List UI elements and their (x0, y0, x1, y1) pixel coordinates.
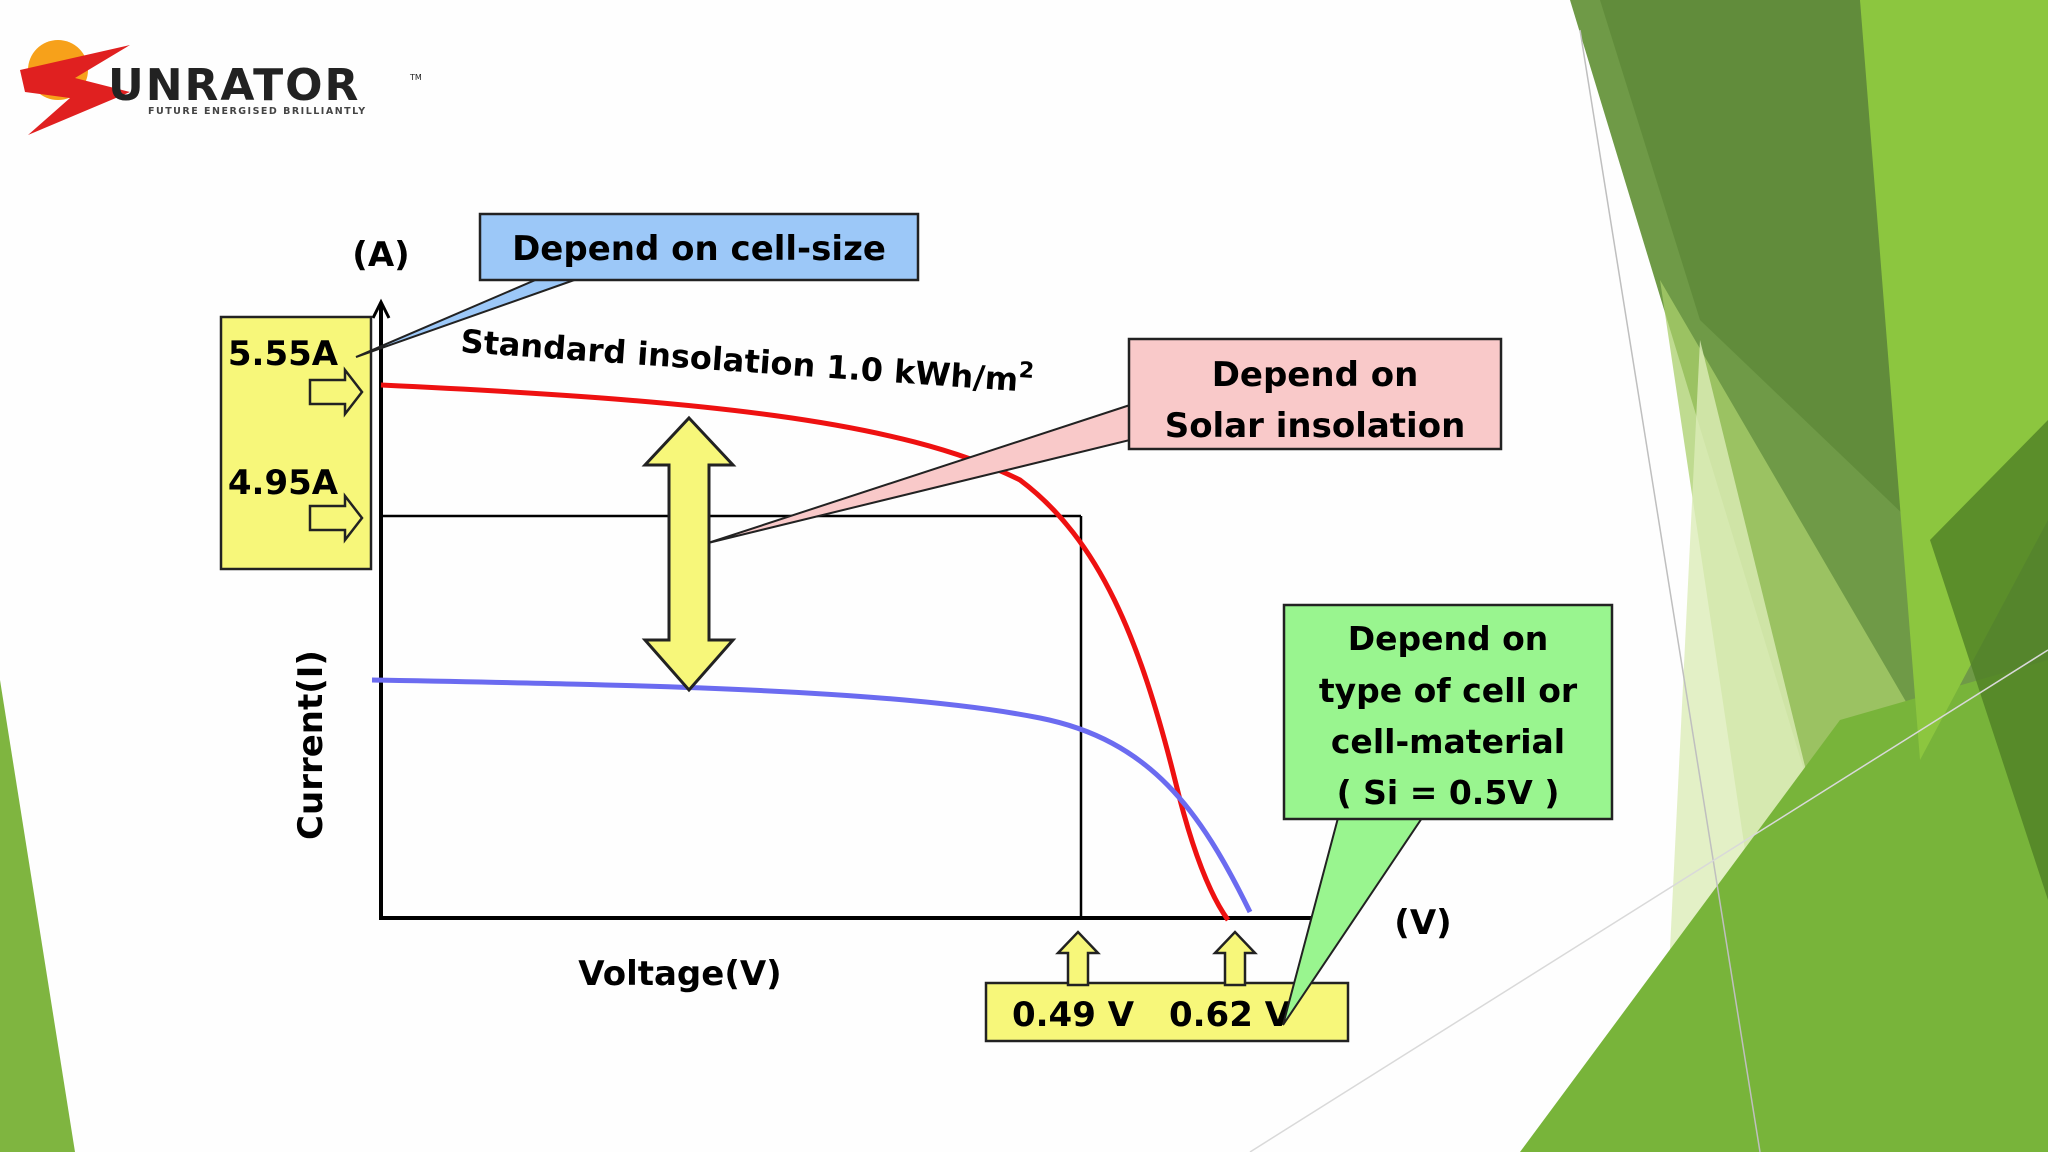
callout-box (1282, 603, 1614, 821)
callout-text: cell-material (1331, 722, 1565, 761)
right-arrow-icon (308, 492, 364, 544)
voltage-value-max-power: 0.49 V (1012, 995, 1135, 1035)
callout-box (1127, 337, 1503, 451)
y-axis-arrowhead (371, 298, 391, 319)
callout-text: Depend on (1348, 619, 1549, 658)
current-value-standard: 5.55A (228, 334, 339, 374)
callout-cell-size: Depend on cell-size (355, 212, 920, 358)
y-axis-unit: (A) (352, 235, 409, 275)
logo-tagline: FUTURE ENERGISED BRILLIANTLY (148, 106, 367, 117)
up-arrow-icon (1212, 930, 1258, 987)
callout-text: Depend on cell-size (512, 229, 886, 269)
callout-text: type of cell or (1319, 671, 1578, 710)
sunrator-logo: UNRATOR TM FUTURE ENERGISED BRILLIANTLY (20, 40, 422, 135)
callout-solar-insolation: Depend on Solar insolation (707, 337, 1503, 544)
callout-box (478, 212, 920, 282)
y-axis-label: Current(I) (291, 650, 331, 840)
curve-label: Standard insolation 1.0 kWh/m2 (459, 319, 1035, 400)
x-axis-label: Voltage(V) (578, 954, 781, 994)
double-arrow-icon (641, 415, 737, 693)
callout-cell-material: Depend on type of cell or cell-material … (1282, 603, 1614, 1026)
theme-decoration-right (1249, 0, 2048, 1152)
callout-text: Depend on (1212, 355, 1419, 395)
logo-bolt (20, 45, 130, 135)
logo-name: UNRATOR (108, 60, 360, 111)
up-arrow-icon (1055, 930, 1101, 987)
x-axis-unit: (V) (1394, 903, 1451, 943)
current-value-max-power: 4.95A (228, 463, 339, 503)
logo-trademark: TM (409, 73, 422, 82)
standard-insolation-curve (380, 382, 1231, 922)
right-arrow-icon (308, 366, 364, 418)
axes (371, 298, 1312, 920)
low-insolation-curve (371, 677, 1253, 914)
voltage-value-open-circuit: 0.62 V (1169, 995, 1292, 1035)
callout-text: ( Si = 0.5V ) (1337, 773, 1560, 812)
callout-text: Solar insolation (1165, 406, 1466, 446)
theme-decoration-left (0, 680, 75, 1152)
